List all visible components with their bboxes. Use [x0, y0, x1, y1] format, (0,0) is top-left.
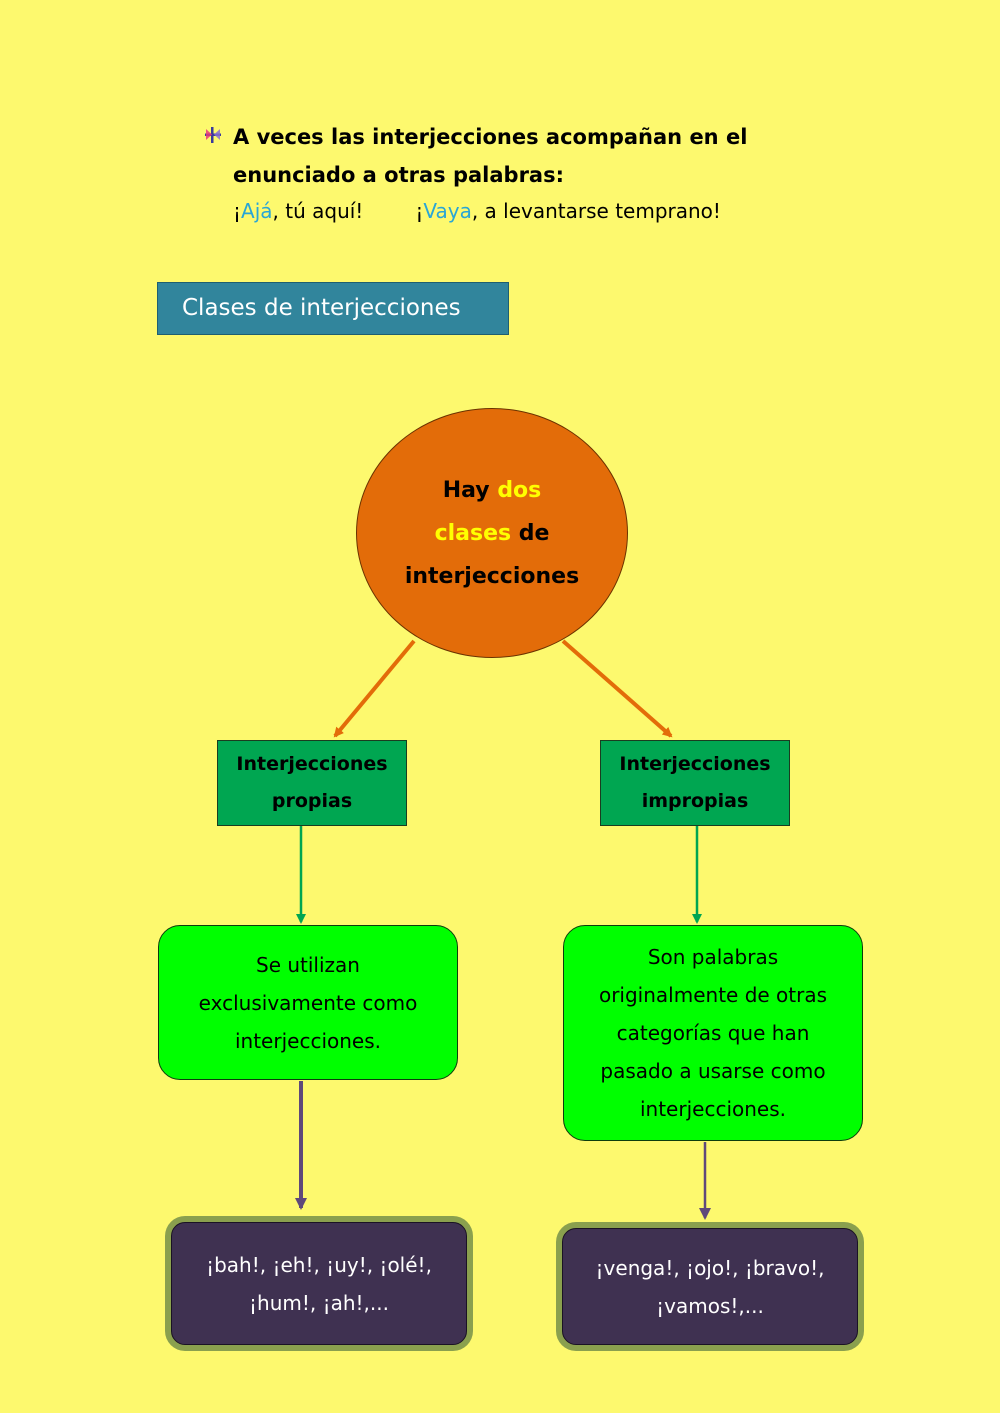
type-box-propias: Interjecciones propias [217, 740, 407, 826]
description-propias: Se utilizan exclusivamente como interjec… [198, 952, 418, 1053]
section-title: Clases de interjecciones [157, 282, 509, 335]
example-2-interjection: Vaya [423, 199, 472, 223]
description-box-propias: Se utilizan exclusivamente como interjec… [158, 925, 458, 1080]
type-label-propias: Interjecciones propias [236, 753, 388, 812]
description-impropias: Son palabras originalmente de otras cate… [598, 945, 828, 1121]
example-2: ¡Vaya, a levantarse temprano! [415, 199, 721, 223]
example-1: ¡Ajá, tú aquí! [233, 199, 364, 223]
examples-box-propias: ¡bah!, ¡eh!, ¡uy!, ¡olé!, ¡hum!, ¡ah!,..… [165, 1216, 473, 1351]
example-1-interjection: Ajá [241, 199, 273, 223]
arrow-root-to-left [333, 639, 416, 738]
type-label-impropias: Interjecciones impropias [619, 753, 771, 812]
examples-box-impropias: ¡venga!, ¡ojo!, ¡bravo!, ¡vamos!,... [556, 1222, 864, 1351]
intro-text: A veces las interjecciones acompañan en … [233, 125, 748, 187]
examples-propias: ¡bah!, ¡eh!, ¡uy!, ¡olé!, ¡hum!, ¡ah!,..… [206, 1252, 432, 1315]
root-node-text: Hay dos clases de interjecciones [404, 477, 580, 589]
examples-impropias: ¡venga!, ¡ojo!, ¡bravo!, ¡vamos!,... [595, 1255, 825, 1318]
root-node: Hay dos clases de interjecciones [356, 408, 628, 658]
intro-examples: ¡Ajá, tú aquí! ¡Vaya, a levantarse tempra… [233, 196, 721, 226]
description-box-impropias: Son palabras originalmente de otras cate… [563, 925, 863, 1141]
arrow-root-to-right [561, 639, 673, 738]
arrow-bullet-icon [205, 127, 221, 143]
type-box-impropias: Interjecciones impropias [600, 740, 790, 826]
